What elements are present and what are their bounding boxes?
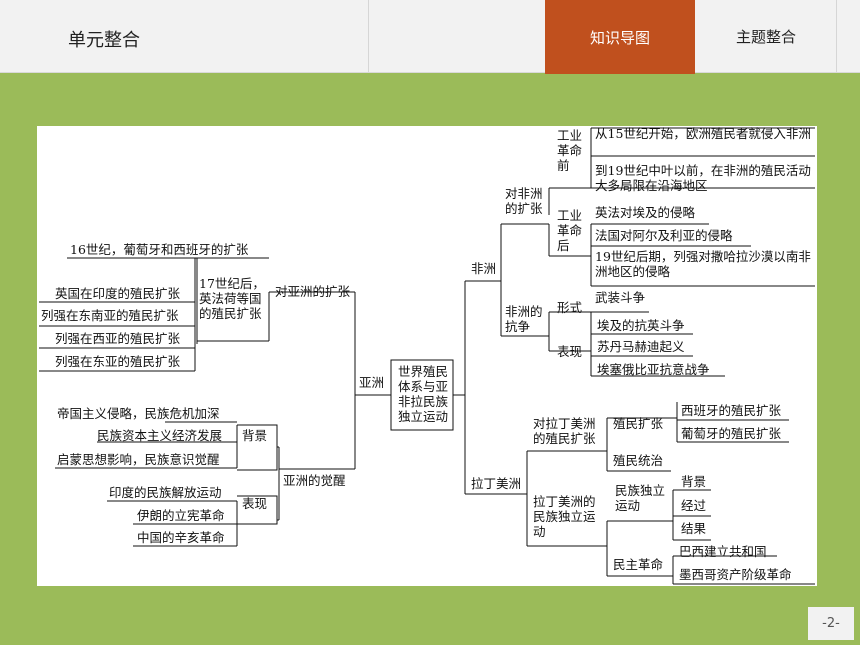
- manifestation-item-3: 中国的辛亥革命: [137, 530, 225, 545]
- top-header-bar: 单元整合 主题整合: [0, 0, 860, 73]
- asia-southeast: 列强在东南亚的殖民扩张: [41, 308, 179, 323]
- pre-item-2: 到19世纪中叶以前，在非洲的殖民活动大多局限在沿海地区: [595, 163, 811, 193]
- form-item-1: 武装斗争: [595, 290, 646, 305]
- awakening-background: 背景: [242, 428, 268, 443]
- africa-expansion: 对非洲的扩张: [505, 186, 543, 216]
- latin-portugal: 葡萄牙的殖民扩张: [681, 426, 782, 441]
- latin-colonial-rule: 殖民统治: [613, 453, 664, 468]
- asia-west: 列强在西亚的殖民扩张: [55, 331, 181, 346]
- democratic-mexico: 墨西哥资产阶级革命: [679, 567, 792, 582]
- branch-africa: 非洲: [471, 261, 497, 276]
- latin-spain: 西班牙的殖民扩张: [681, 403, 782, 418]
- africa-show-item-3: 埃塞俄比亚抗意战争: [597, 362, 710, 377]
- resistance-form: 形式: [557, 300, 583, 315]
- movement-background: 背景: [681, 474, 707, 489]
- mindmap-root: 世界殖民体系与亚非拉民族独立运动: [397, 364, 448, 424]
- movement-process: 经过: [681, 498, 707, 513]
- post-item-1: 英法对埃及的侵略: [595, 205, 696, 220]
- africa-pre-industrial: 工业革命前: [557, 128, 583, 173]
- latin-independence-movement: 民族独立运动: [615, 483, 666, 513]
- branch-latin-america: 拉丁美洲: [471, 476, 522, 491]
- tab-theme-integration[interactable]: 主题整合: [735, 27, 796, 46]
- mindmap-panel: 世界殖民体系与亚非拉民族独立运动 亚洲 对亚洲的扩张 17世纪后，英法荷等国的殖…: [37, 126, 817, 586]
- branch-asia: 亚洲: [359, 375, 385, 390]
- background-item-2: 民族资本主义经济发展: [97, 428, 223, 443]
- pre-item-1: 从15世纪开始，欧洲殖民者就侵入非洲: [595, 126, 811, 141]
- asia-expansion: 对亚洲的扩张: [275, 284, 351, 299]
- header-spacer-cell: [368, 0, 546, 72]
- background-item-3: 启蒙思想影响，民族意识觉醒: [57, 452, 220, 467]
- page-number: -2-: [808, 607, 854, 640]
- awakening-manifestation: 表现: [242, 496, 268, 511]
- background-item-1: 帝国主义侵略，民族危机加深: [57, 406, 220, 421]
- unit-title: 单元整合: [68, 30, 140, 51]
- asia-india: 英国在印度的殖民扩张: [55, 286, 181, 301]
- mindmap-connectors: [39, 127, 815, 585]
- header-tab-cell: [696, 0, 837, 72]
- manifestation-item-1: 印度的民族解放运动: [109, 485, 222, 500]
- asia-17th-century: 17世纪后，英法荷等国的殖民扩张: [199, 276, 265, 321]
- asia-16th-century: 16世纪，葡萄牙和西班牙的扩张: [70, 242, 249, 257]
- africa-post-industrial: 工业革命后: [557, 208, 583, 253]
- africa-show-item-2: 苏丹马赫迪起义: [597, 339, 685, 354]
- resistance-manifestation: 表现: [557, 344, 583, 359]
- tab-knowledge-map[interactable]: 知识导图: [545, 0, 695, 74]
- post-item-2: 法国对阿尔及利亚的侵略: [595, 228, 733, 243]
- asia-awakening: 亚洲的觉醒: [283, 473, 346, 488]
- latin-democratic-revolution: 民主革命: [613, 557, 664, 572]
- latin-independence: 拉丁美洲的民族独立运动: [533, 494, 596, 539]
- democratic-brazil: 巴西建立共和国: [679, 544, 767, 559]
- post-item-3: 19世纪后期，列强对撒哈拉沙漠以南非洲地区的侵略: [595, 249, 811, 279]
- africa-show-item-1: 埃及的抗英斗争: [597, 318, 685, 333]
- latin-colonial-expansion: 殖民扩张: [613, 416, 664, 431]
- movement-result: 结果: [681, 521, 707, 536]
- asia-east: 列强在东亚的殖民扩张: [55, 354, 181, 369]
- manifestation-item-2: 伊朗的立宪革命: [137, 508, 225, 523]
- header-title-cell: [0, 0, 369, 72]
- africa-resistance: 非洲的抗争: [505, 304, 543, 334]
- latin-expansion: 对拉丁美洲的殖民扩张: [533, 416, 596, 446]
